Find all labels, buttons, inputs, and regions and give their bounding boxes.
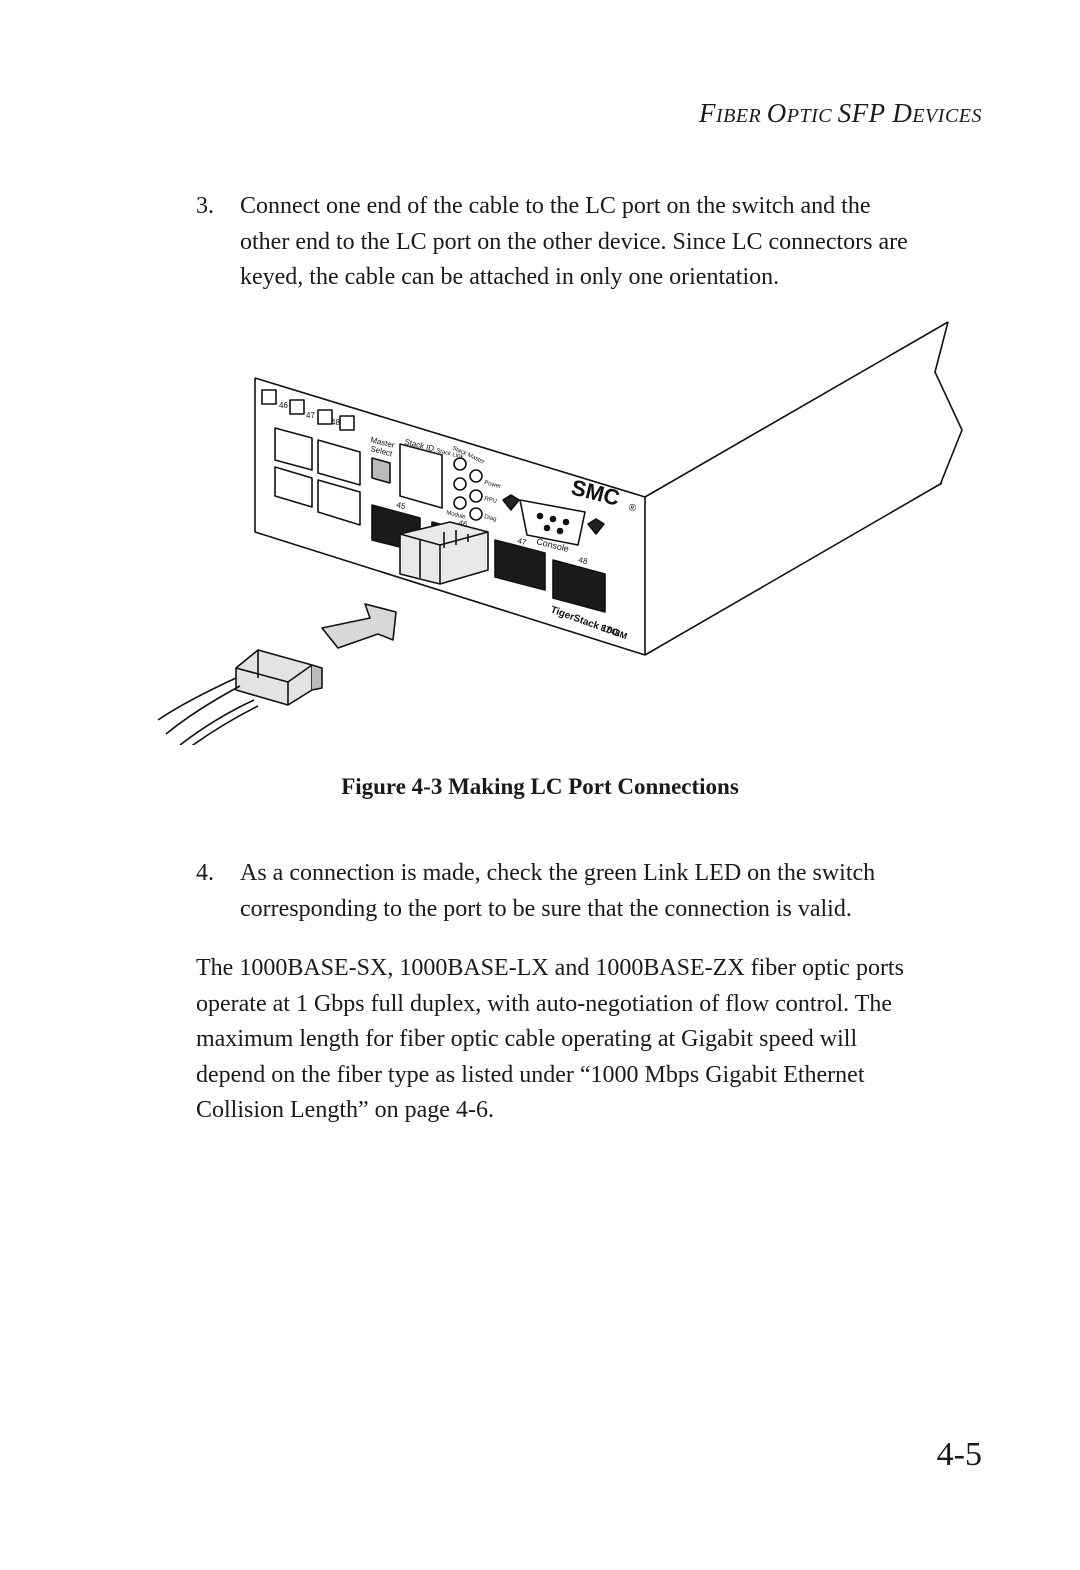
body-paragraph: The 1000BASE-SX, 1000BASE-LX and 1000BAS… (196, 951, 996, 1129)
step-3-line-1: Connect one end of the cable to the LC p… (240, 193, 871, 219)
step-3-number: 3. (196, 193, 214, 219)
label-port-46: 46 (458, 518, 469, 529)
label-module: Module (446, 510, 467, 521)
label-port-48-top: 48 (331, 418, 340, 427)
header-small-2: PTIC (786, 105, 838, 127)
step-3-line-2: other end to the LC port on the other de… (240, 228, 908, 255)
step-3-line-3: keyed, the cable can be attached in only… (240, 264, 780, 290)
label-port-47: 47 (517, 536, 528, 547)
step-4-number: 4. (196, 860, 214, 886)
header-cap-2: O (766, 98, 787, 128)
label-model-number: 8748M (599, 622, 628, 641)
label-port-46-top: 46 (279, 401, 288, 410)
step-4-line-2: corresponding to the port to be sure tha… (240, 895, 852, 922)
label-diag: Diag (484, 514, 497, 523)
paragraph-line-1: The 1000BASE-SX, 1000BASE-LX and 1000BAS… (196, 955, 904, 981)
label-port-48: 48 (578, 555, 589, 566)
switch-illustration: 46 47 48 Master Select Stack ID Stack Li… (157, 321, 963, 751)
label-rpu: RPU (484, 496, 498, 505)
paragraph-line-5: Collision Length” on page 4-6. (196, 1097, 494, 1123)
registered-mark: ® (627, 502, 637, 515)
lc-connection-figure: 46 47 48 Master Select Stack ID Stack Li… (150, 315, 970, 751)
page-number: 4-5 (936, 1436, 982, 1473)
paragraph-line-3: maximum length for fiber optic cable ope… (196, 1026, 858, 1052)
step-4-text: As a connection is made, check the green… (240, 856, 1000, 927)
header-cap-1: F (698, 98, 716, 128)
paragraph-line-4: depend on the fiber type as listed under… (196, 1061, 865, 1088)
label-power: Power (484, 480, 502, 490)
figure-caption: Figure 4-3 Making LC Port Connections (341, 774, 739, 799)
step-3-text: Connect one end of the cable to the LC p… (240, 189, 1000, 296)
header-cap-3: SFP D (837, 98, 913, 128)
smc-logo: SMC (569, 475, 623, 511)
label-stack-id: Stack ID (404, 437, 436, 453)
label-port-47-top: 47 (306, 411, 315, 420)
paragraph-line-2: operate at 1 Gbps full duplex, with auto… (196, 990, 893, 1017)
header-small-1: IBER (715, 105, 767, 127)
header-small-3: EVICES (912, 105, 982, 127)
step-4-line-1: As a connection is made, check the green… (240, 860, 876, 886)
label-port-45: 45 (396, 500, 407, 511)
running-header: FIBER OPTIC SFP DEVICES (699, 98, 982, 129)
